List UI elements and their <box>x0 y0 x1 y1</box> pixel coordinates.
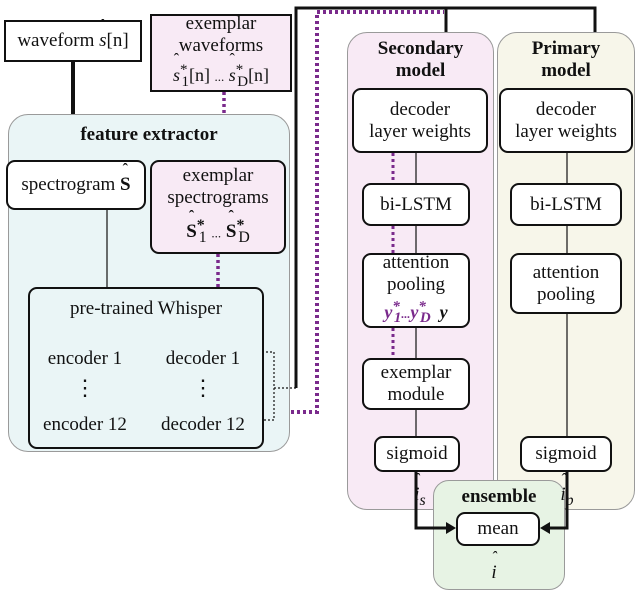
exemplar-spectrograms-line2: spectrograms <box>167 186 269 208</box>
primary-title-line2: model <box>541 60 591 81</box>
secondary-attention-box: attention pooling y*1...y*D y <box>362 251 470 328</box>
secondary-title-line1: Secondary <box>377 38 464 59</box>
secondary-sigmoid-label: sigmoid <box>386 443 448 464</box>
decoder-vdots: ⋮ <box>192 375 214 400</box>
secondary-sigmoid-box: sigmoid <box>374 436 460 472</box>
exemplar-spectrogram-first-star: * <box>196 216 205 234</box>
primary-output-var: i <box>560 484 566 505</box>
secondary-decoder-weights-line1: decoder <box>389 98 451 120</box>
exemplar-waveforms-box: exemplar waveforms s*1[n] ... s*D[n] <box>150 13 292 92</box>
secondary-decoder-weights-line2: layer weights <box>369 120 471 142</box>
primary-sigmoid-box: sigmoid <box>520 436 612 472</box>
secondary-exemplar-module-line2: module <box>387 384 445 405</box>
decoder-last: decoder 12 <box>161 414 245 435</box>
exemplar-waveform-first-idx: [n] <box>188 65 210 86</box>
exemplar-spectrogram-last-star: * <box>236 216 245 234</box>
exemplar-spectrogram-last-var: S <box>225 221 237 243</box>
secondary-attention-line2: pooling <box>386 273 446 295</box>
exemplar-waveform-last-sub: D <box>237 73 249 90</box>
primary-decoder-weights-line1: decoder <box>535 98 597 120</box>
exemplar-spectrogram-first-var: S <box>186 221 197 243</box>
exemplar-waveform-last-idx: [n] <box>248 65 270 86</box>
exemplar-bus-line <box>291 10 444 414</box>
exemplar-spectrograms-box: exemplar spectrograms S*1 ... S*D <box>150 160 286 254</box>
spectrogram-label: spectrogram <box>21 174 116 195</box>
exemplar-waveforms-line1: exemplar <box>185 13 257 35</box>
primary-decoder-weights-box: decoder layer weights <box>499 88 633 153</box>
secondary-title-line2: model <box>395 60 446 81</box>
decoder-first: decoder 1 <box>165 348 241 369</box>
exemplar-waveforms-line2: waveforms <box>178 35 264 57</box>
whisper-box <box>28 287 264 449</box>
waveform-box: waveform s[n] <box>4 18 142 62</box>
secondary-bilstm-label: bi-LSTM <box>380 193 452 215</box>
ensemble-title: ensemble <box>461 486 537 507</box>
waveform-var: s <box>99 30 107 51</box>
primary-bilstm-label: bi-LSTM <box>530 193 602 215</box>
primary-attention-line2: pooling <box>536 283 596 305</box>
exemplar-spectrogram-last-sub: D <box>238 229 250 247</box>
secondary-exemplar-module-line1: exemplar <box>380 362 452 383</box>
primary-attention-box: attention pooling <box>510 253 622 314</box>
primary-title-line1: Primary <box>531 38 601 59</box>
secondary-y-exemplars: y*1...y*D <box>384 298 431 327</box>
exemplar-waveform-dots: ... <box>214 69 225 85</box>
primary-to-mean-arrow <box>546 472 569 530</box>
secondary-bilstm-box: bi-LSTM <box>362 183 470 226</box>
exemplar-waveform-first-star: * <box>179 62 188 79</box>
exemplar-waveform-first-var: s <box>172 65 180 86</box>
spectrogram-box: spectrogram S <box>6 160 146 210</box>
secondary-output-sub: s <box>419 491 426 509</box>
encoder-first: encoder 1 <box>47 348 123 369</box>
encoder-last: encoder 12 <box>43 414 127 435</box>
encoder-vdots: ⋮ <box>74 375 96 400</box>
secondary-output: is <box>405 472 435 512</box>
feature-extractor-title: feature extractor <box>80 124 218 145</box>
exemplar-spectrogram-first-sub: 1 <box>198 229 207 247</box>
exemplar-spectrograms-line1: exemplar <box>182 164 254 186</box>
ensemble-output: i <box>479 550 509 584</box>
exemplar-waveform-last-star: * <box>235 62 244 79</box>
mean-label: mean <box>477 518 519 539</box>
primary-decoder-weights-line2: layer weights <box>515 120 617 142</box>
primary-output: ip <box>552 472 582 512</box>
secondary-output-var: i <box>414 484 420 505</box>
ensemble-output-var: i <box>491 562 497 583</box>
secondary-attention-line1: attention <box>382 251 450 273</box>
mean-box: mean <box>456 512 540 546</box>
primary-bilstm-box: bi-LSTM <box>510 183 622 226</box>
whisper-title: pre-trained Whisper <box>69 298 223 319</box>
primary-attention-line1: attention <box>532 261 600 283</box>
secondary-exemplar-module-box: exemplar module <box>362 358 470 410</box>
primary-sigmoid-label: sigmoid <box>535 443 597 464</box>
secondary-decoder-weights-box: decoder layer weights <box>352 88 488 153</box>
spectrogram-var: S <box>120 174 131 195</box>
waveform-index: [n] <box>106 30 129 51</box>
secondary-y: y <box>439 301 448 322</box>
exemplar-spectrogram-dots: ... <box>211 225 222 241</box>
exemplar-waveform-first-sub: 1 <box>181 73 189 90</box>
primary-output-sub: p <box>565 491 574 509</box>
decoder-tap-line <box>262 351 275 421</box>
exemplar-waveform-last-var: s <box>228 65 236 86</box>
waveform-label: waveform <box>17 30 95 51</box>
